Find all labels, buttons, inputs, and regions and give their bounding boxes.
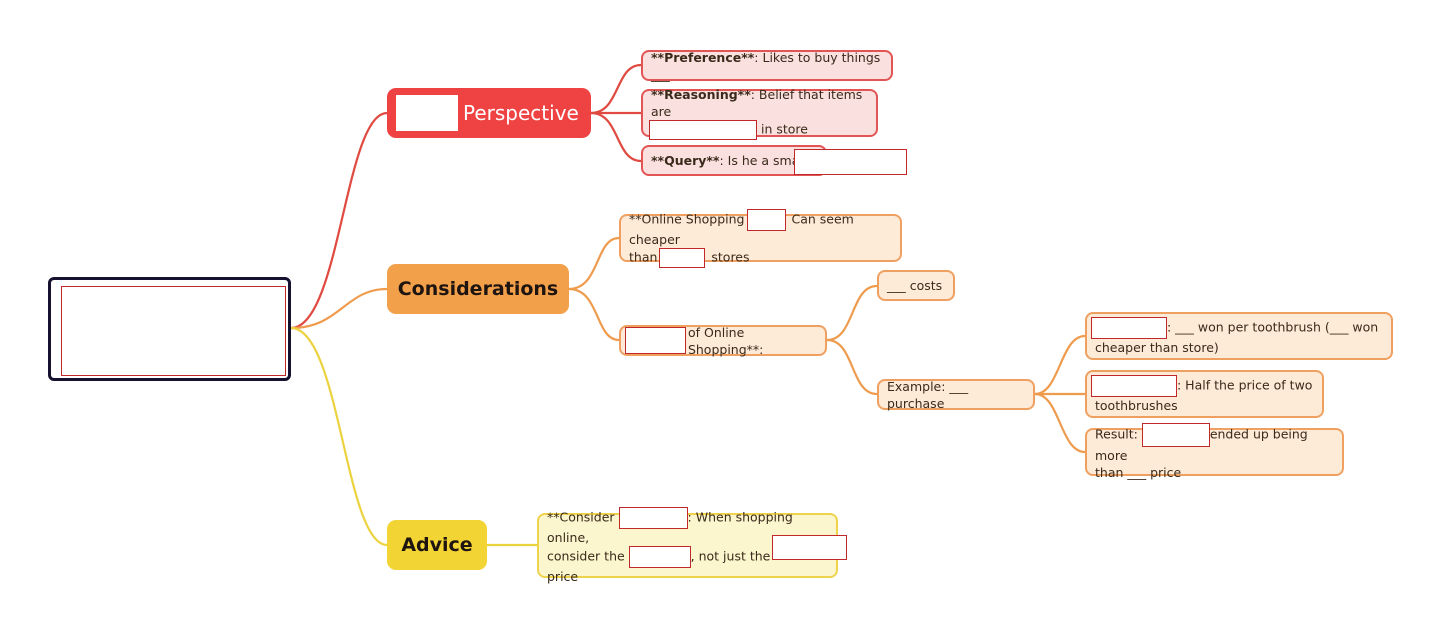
- leaf-of-online[interactable]: of Online Shopping**:: [619, 324, 827, 357]
- blank-online-2: [659, 247, 706, 268]
- edge-considerations-of-online: [568, 287, 620, 342]
- blank-online-1: [746, 208, 786, 231]
- blank-consider-2: [628, 545, 691, 568]
- leaf-won-text: : ___ won per toothbrush (___ won: [1167, 319, 1379, 334]
- leaf-reasoning[interactable]: **Reasoning**: Belief that items are in …: [641, 87, 878, 140]
- leaf-result-text: ended up being more: [1095, 426, 1308, 464]
- blank-reasoning: [649, 120, 757, 140]
- leaf-costs[interactable]: ___ costs: [877, 270, 955, 301]
- edge-central-considerations: [290, 287, 388, 330]
- leaf-example[interactable]: Example: ___ purchase: [877, 378, 1035, 411]
- blank-result: [1141, 423, 1210, 447]
- leaf-preference[interactable]: **Preference**: Likes to buy things ___: [641, 49, 893, 82]
- blank-of-online: [625, 327, 686, 354]
- leaf-consider-l2mid: , not just the: [690, 548, 771, 563]
- leaf-preference-text: : Likes to buy things ___: [651, 49, 881, 82]
- topic-perspective-label: Perspective: [463, 101, 579, 125]
- blank-won: [1091, 316, 1167, 339]
- leaf-won-per-toothbrush[interactable]: : ___ won per toothbrush (___ won cheape…: [1085, 312, 1393, 360]
- edge-of-online-example: [826, 338, 878, 396]
- leaf-preference-label: **Preference**: [651, 49, 755, 65]
- leaf-consider-line3: price: [547, 568, 579, 584]
- blank-consider-1: [618, 506, 688, 529]
- topic-considerations-label: Considerations: [397, 278, 559, 300]
- leaf-half-line2: toothbrushes: [1095, 397, 1178, 413]
- leaf-result-line2: than ___ price: [1095, 465, 1182, 480]
- leaf-online-mid: Can seem cheaper: [629, 211, 854, 247]
- blank-half: [1091, 374, 1177, 397]
- edge-considerations-online: [568, 236, 620, 291]
- topic-advice[interactable]: Advice: [387, 520, 487, 570]
- leaf-online-tail: stores: [707, 249, 750, 264]
- leaf-half-text: : Half the price of two: [1177, 377, 1313, 392]
- edge-example-result: [1034, 392, 1086, 454]
- leaf-reasoning-text: : Belief that items are: [651, 87, 863, 119]
- blank-consider-3: [772, 535, 847, 560]
- leaf-result-pre: Result:: [1095, 426, 1142, 442]
- blank-query: [794, 149, 907, 175]
- blank-central: [61, 286, 286, 376]
- topic-considerations[interactable]: Considerations: [387, 264, 569, 314]
- leaf-consider-text: : When shopping online,: [547, 509, 793, 545]
- leaf-half-price[interactable]: : Half the price of two toothbrushes: [1085, 370, 1324, 418]
- blank-perspective: [396, 95, 458, 131]
- edge-central-perspective: [290, 111, 388, 330]
- leaf-costs-text: ___ costs: [887, 278, 943, 293]
- leaf-query-label: **Query**: [651, 153, 720, 168]
- leaf-reasoning-label: **Reasoning**: [651, 87, 751, 102]
- topic-perspective[interactable]: Perspective: [387, 88, 591, 138]
- leaf-online-shopping[interactable]: **Online Shopping Can seem cheaper than …: [619, 208, 902, 268]
- leaf-query-text: : Is he a smart: [719, 153, 810, 168]
- leaf-result[interactable]: Result: ended up being more than ___ pri…: [1085, 423, 1344, 480]
- edge-of-online-costs: [826, 284, 878, 342]
- edge-example-won: [1034, 334, 1086, 396]
- topic-advice-label: Advice: [401, 534, 473, 556]
- leaf-online-pre: **Online Shopping: [629, 211, 745, 226]
- leaf-of-online-text: of Online Shopping**:: [687, 324, 764, 357]
- leaf-consider-pre: **Consider: [547, 509, 619, 524]
- leaf-consider-l2pre: consider the: [547, 548, 629, 563]
- leaf-online-than: than: [629, 249, 658, 264]
- edge-central-advice: [290, 326, 388, 547]
- edge-perspective-query: [590, 111, 642, 163]
- central-topic[interactable]: [48, 277, 291, 381]
- leaf-example-text: Example: ___ purchase: [887, 378, 969, 411]
- leaf-won-line2: cheaper than store): [1095, 339, 1219, 355]
- edge-perspective-preference: [590, 63, 642, 115]
- leaf-reasoning-tail: in store: [757, 121, 808, 137]
